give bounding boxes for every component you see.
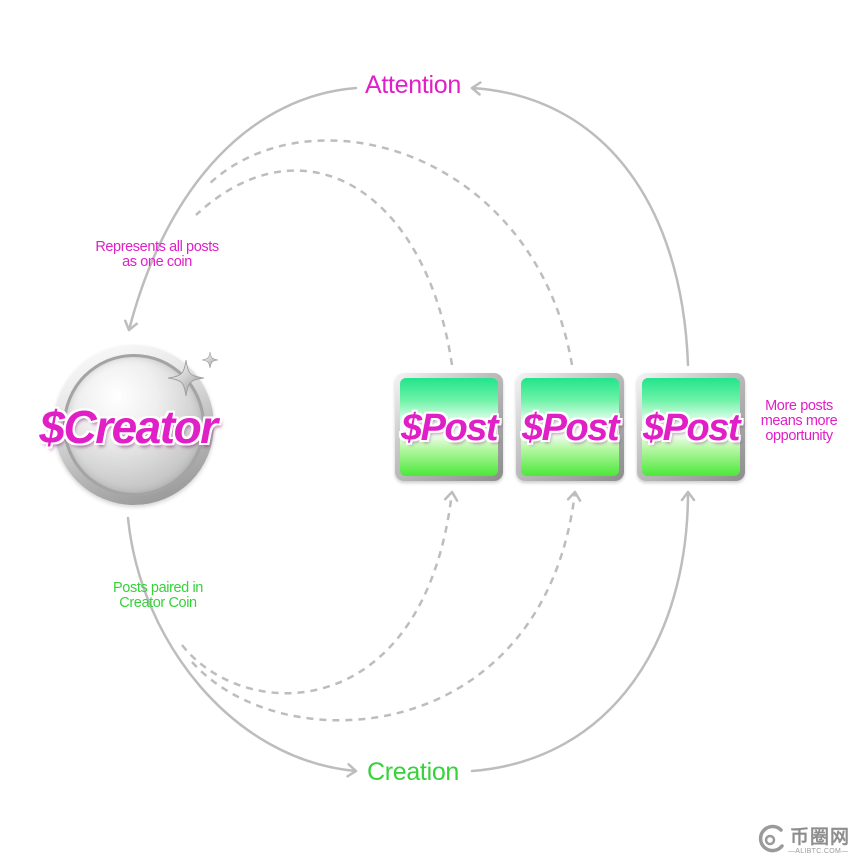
attention-label: Attention (365, 71, 461, 99)
dashed-arc-creation-to-post1 (181, 490, 459, 695)
dashed-arc-creation-to-post2 (191, 490, 582, 722)
post-tile-3: $Post (637, 373, 745, 481)
paired-label: Posts paired in Creator Coin (113, 581, 203, 611)
post-tile-label: $Post (643, 407, 740, 449)
creator-coin-label: $Creator (39, 401, 218, 453)
alibtc-logo-icon (758, 824, 784, 853)
paired-label-line: Creator Coin (119, 595, 197, 611)
represents-label-line: Represents all posts (95, 239, 219, 255)
more-posts-label-line: opportunity (765, 428, 833, 444)
arrow-creation-to-post (470, 490, 696, 773)
more-posts-label: More posts means more opportunity (761, 399, 838, 444)
post-tile-face (400, 378, 498, 476)
post-tile-face (521, 378, 619, 476)
more-posts-label-line: means more (760, 413, 838, 429)
watermark-name: 币圈网 (790, 826, 851, 848)
sparkle-icon (201, 351, 219, 369)
represents-label-line: as one coin (122, 254, 192, 270)
post-tile-2: $Post (516, 373, 624, 481)
post-tile-1: $Post (395, 373, 503, 481)
arrow-creator-to-creation (126, 516, 358, 778)
post-tile-face (642, 378, 740, 476)
represents-label: Represents all posts as one coin (95, 239, 219, 270)
paired-label-line: Posts paired in (113, 580, 203, 596)
dashed-arc-post2-to-attention (207, 139, 574, 366)
post-tile-label: $Post (522, 407, 619, 449)
creation-label: Creation (366, 758, 460, 786)
dashed-arc-post1-to-attention (195, 169, 454, 366)
watermark-site: —ALIBTC.COM— (788, 848, 849, 855)
more-posts-label-line: More posts (765, 398, 833, 414)
arrow-post-to-attention (470, 81, 690, 367)
arrow-attention-to-creator (123, 86, 358, 332)
post-tile-label: $Post (401, 407, 498, 449)
